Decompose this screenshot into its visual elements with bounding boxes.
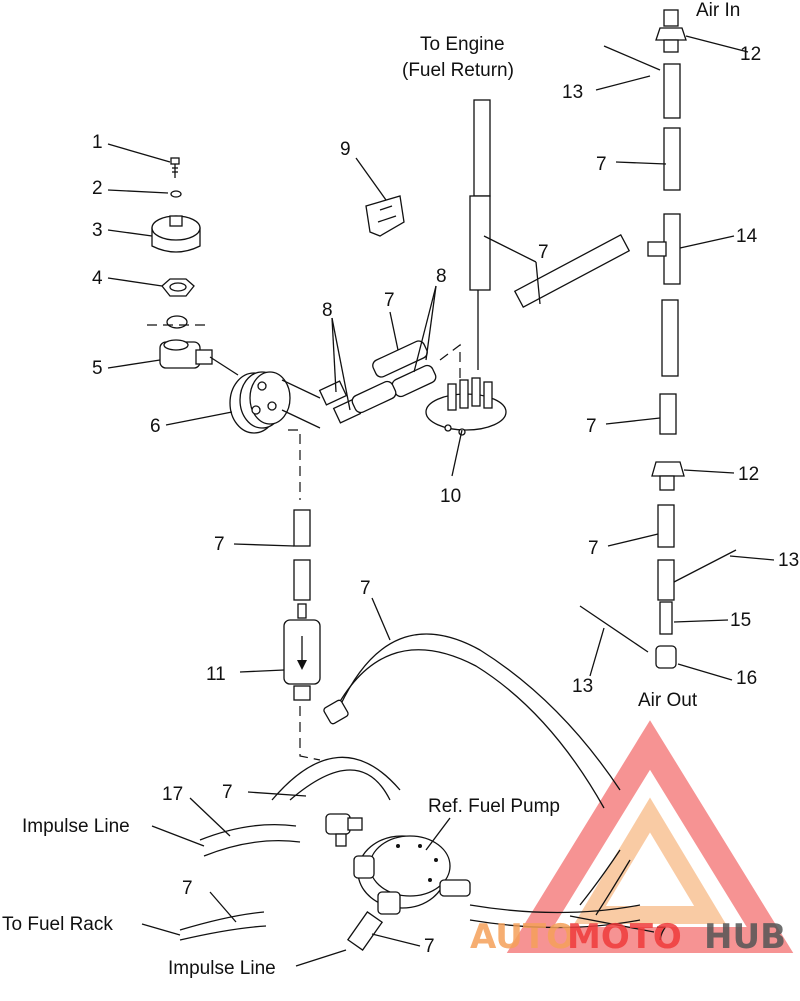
part-long-hose [323,633,621,809]
label-impulse-line-bottom: Impulse Line [168,958,276,979]
callout-7-column-top: 7 [596,154,607,175]
callout-7-column-mid: 7 [586,416,597,437]
callout-13-top: 13 [562,82,583,103]
label-to-fuel-rack: To Fuel Rack [2,914,113,935]
callout-1: 1 [92,132,103,153]
callout-3: 3 [92,220,103,241]
part-cap [151,215,201,253]
callout-14: 14 [736,226,758,247]
callout-7-pump-out: 7 [656,924,667,945]
part-t-valve [325,813,363,847]
callout-8-left: 8 [322,300,333,321]
callout-17: 17 [162,784,183,805]
callout-7-mid: 7 [384,290,395,311]
label-fuel-return: (Fuel Return) [402,60,514,81]
part-manifold [425,377,507,436]
callout-15: 15 [730,610,751,631]
part-clip [365,195,405,237]
callout-2: 2 [92,178,103,199]
callout-12-mid: 12 [738,464,759,485]
watermark-auto: AUTO [470,917,575,957]
cable-tie-left [579,605,649,653]
watermark-hub: HUB [704,917,786,957]
label-impulse-line-top: Impulse Line [22,816,130,837]
watermark-logo [506,720,794,953]
callout-7-filter-top: 7 [214,534,225,555]
callout-7-return: 7 [538,242,549,263]
callout-7-impulse: 7 [222,782,233,803]
leader-dashed-6 [288,429,301,500]
callout-10: 10 [440,486,461,507]
part-filter-head [229,371,321,434]
part-filter-line [283,509,321,701]
part-bolt [170,157,180,178]
label-air-out: Air Out [638,690,698,711]
callout-13-left: 13 [572,676,593,697]
label-air-in: Air In [696,0,740,21]
leader-dashed-10 [439,343,461,384]
callout-7-long-hose: 7 [360,578,371,599]
label-ref-fuel-pump: Ref. Fuel Pump [428,796,560,817]
cable-tie-top [603,45,661,71]
part-return-tubes [469,99,631,370]
part-nut [161,278,195,297]
callout-6: 6 [150,416,161,437]
callout-8-right: 8 [436,266,447,287]
part-air-column [647,9,687,669]
part-washer [170,190,182,198]
callout-7-fuel-rack: 7 [182,878,193,899]
callout-5: 5 [92,358,103,379]
part-fuel-pump [353,835,471,915]
watermark-inner-triangle [574,797,726,924]
callout-13-right: 13 [778,550,799,571]
part-hose-set-8 [318,340,437,424]
callout-12-top: 12 [740,44,761,65]
part-valve [159,339,239,376]
callout-4: 4 [92,268,103,289]
watermark-triangle [506,720,794,953]
callout-11: 11 [206,664,226,685]
watermark-moto: MOTO [567,917,682,957]
part-lower-hoses [179,756,641,951]
watermark-text: AUTO MOTO HUB [470,917,786,957]
leader-dashed-11 [299,706,321,761]
callout-9: 9 [340,139,351,160]
oring [166,315,188,329]
cable-tie-right [673,549,737,583]
callout-16: 16 [736,668,757,689]
callout-7-impulse-bottom: 7 [424,936,435,957]
label-to-engine: To Engine [420,34,505,55]
leader-lines [107,35,775,967]
callout-7-column-low: 7 [588,538,599,559]
